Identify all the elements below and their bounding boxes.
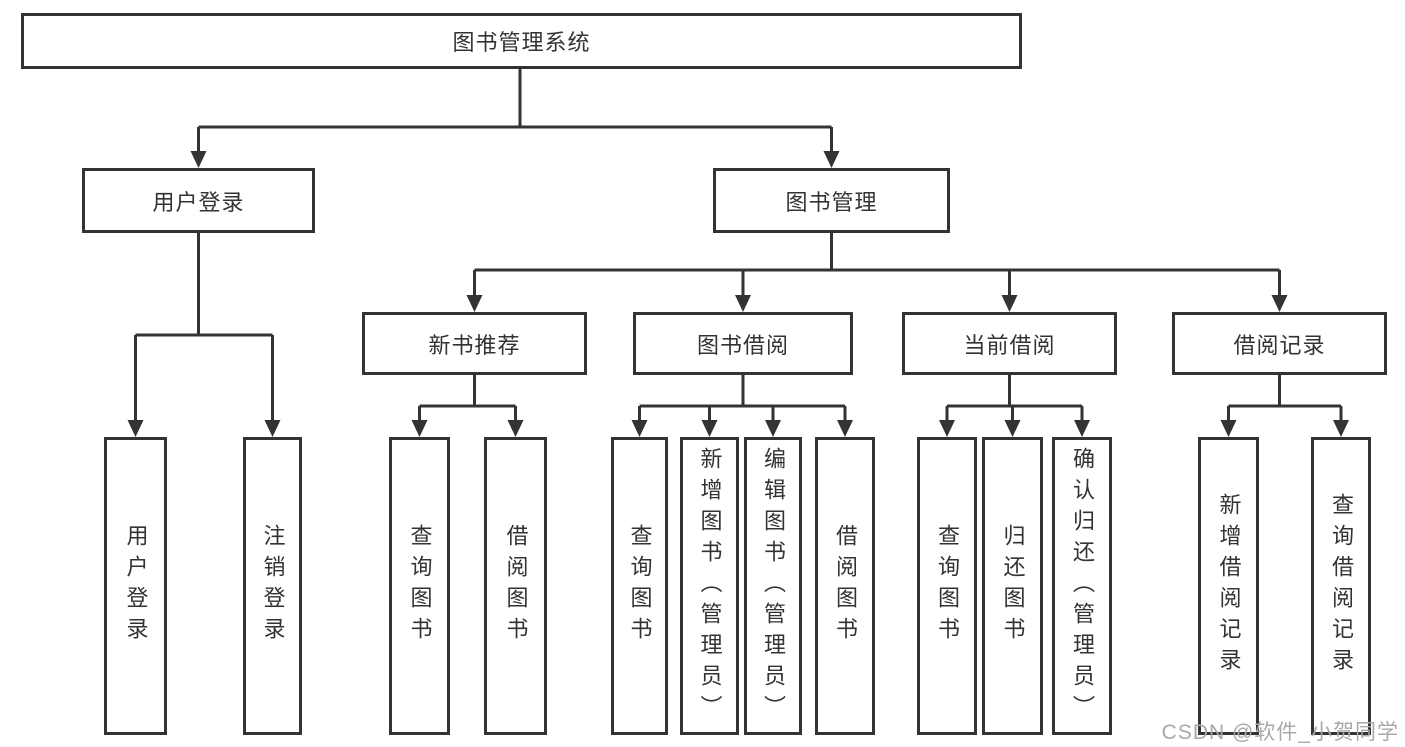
- node-label: 注销登录: [260, 524, 286, 648]
- node-label: 新增借阅记录: [1216, 493, 1242, 679]
- tree-edges: [134, 69, 1343, 427]
- leaf-borrow-books: 借阅图书: [815, 437, 875, 735]
- node-label: 确认归还（管理员）: [1070, 446, 1095, 726]
- node-label: 查询图书: [627, 524, 653, 648]
- arrowhead-icons: [127, 151, 1349, 437]
- node-label: 图书管理系统: [452, 30, 591, 55]
- leaf-confirm-return-admin: 确认归还（管理员）: [1052, 437, 1112, 735]
- node-book-management: 图书管理: [713, 168, 950, 233]
- leaf-query-books: 查询图书: [389, 437, 450, 735]
- node-label: 新增图书（管理员）: [697, 446, 723, 726]
- node-label: 查询借阅记录: [1329, 493, 1354, 679]
- node-borrow-records: 借阅记录: [1172, 312, 1387, 375]
- node-label: 借阅记录: [1233, 332, 1326, 358]
- node-label: 借阅图书: [833, 524, 858, 648]
- node-new-book-recommend: 新书推荐: [362, 312, 587, 375]
- node-label: 查询图书: [407, 524, 433, 648]
- leaf-user-login: 用户登录: [104, 437, 167, 735]
- leaf-query-books: 查询图书: [611, 437, 668, 735]
- leaf-query-books: 查询图书: [917, 437, 977, 735]
- node-label: 图书管理: [785, 189, 878, 215]
- leaf-return-books: 归还图书: [982, 437, 1043, 735]
- node-label: 编辑图书（管理员）: [761, 446, 786, 726]
- node-label: 用户登录: [152, 189, 245, 215]
- leaf-logout: 注销登录: [243, 437, 302, 735]
- leaf-edit-books-admin: 编辑图书（管理员）: [744, 437, 802, 735]
- node-label: 归还图书: [1000, 524, 1026, 648]
- node-label: 查询图书: [935, 524, 960, 648]
- leaf-query-borrow-record: 查询借阅记录: [1311, 437, 1371, 735]
- leaf-add-books-admin: 新增图书（管理员）: [680, 437, 739, 735]
- leaf-add-borrow-record: 新增借阅记录: [1198, 437, 1259, 735]
- node-current-borrow: 当前借阅: [902, 312, 1117, 375]
- node-book-borrow: 图书借阅: [633, 312, 853, 375]
- node-root-system: 图书管理系统: [21, 13, 1022, 69]
- node-label: 新书推荐: [428, 332, 521, 358]
- csdn-watermark: CSDN @软件_小贺同学: [1161, 721, 1399, 744]
- node-user-login: 用户登录: [82, 168, 315, 233]
- node-label: 用户登录: [123, 524, 149, 648]
- node-label: 当前借阅: [963, 332, 1056, 358]
- node-label: 借阅图书: [503, 524, 529, 648]
- node-label: 图书借阅: [696, 332, 789, 358]
- leaf-borrow-books: 借阅图书: [484, 437, 547, 735]
